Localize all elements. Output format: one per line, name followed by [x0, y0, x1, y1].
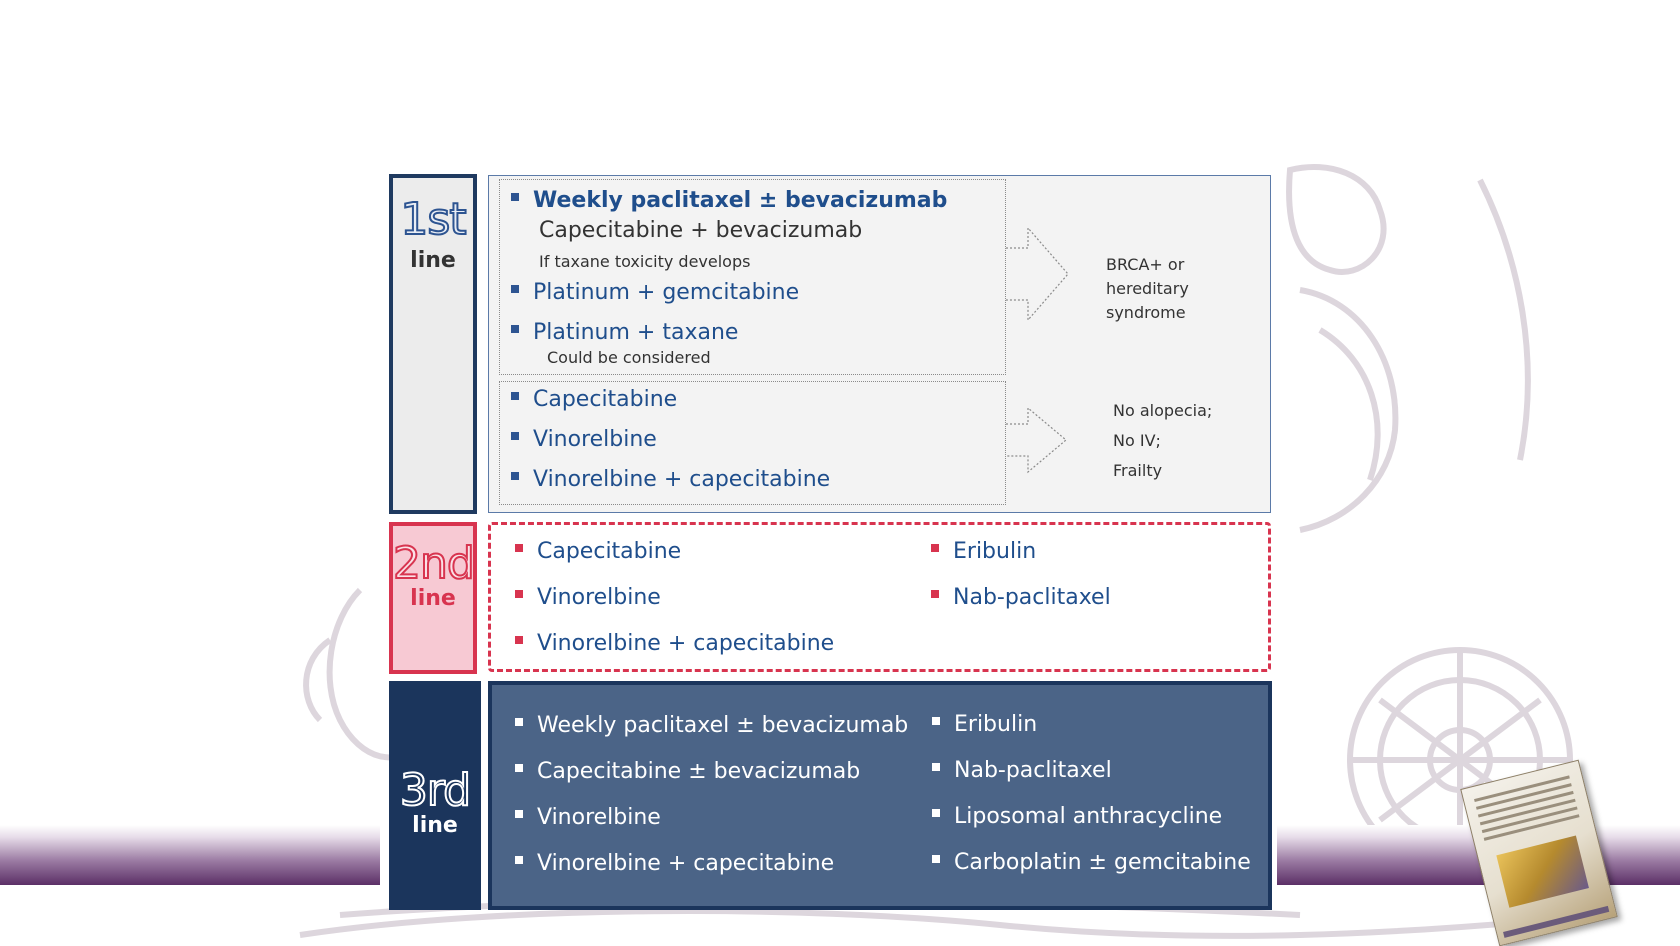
arrow-icon	[1006, 406, 1067, 474]
arrow-icon	[1006, 226, 1069, 322]
bullet-icon	[515, 764, 523, 772]
bullet-icon	[515, 718, 523, 726]
bullet-icon	[515, 544, 523, 552]
list-item: Vinorelbine	[515, 805, 661, 830]
list-item: Capecitabine	[511, 387, 677, 412]
third-line-word: line	[412, 813, 458, 838]
bullet-icon	[515, 810, 523, 818]
first-line-word: line	[410, 248, 456, 273]
bullet-icon	[932, 809, 940, 817]
bullet-icon	[511, 432, 519, 440]
bullet-icon	[511, 285, 519, 293]
second-line-panel: Capecitabine Vinorelbine Vinorelbine + c…	[488, 522, 1271, 672]
bullet-icon	[931, 590, 939, 598]
list-item: Nab-paclitaxel	[931, 585, 1111, 610]
list-item: Vinorelbine + capecitabine	[511, 467, 830, 492]
list-item-sub: Capecitabine + bevacizumab	[539, 218, 863, 243]
list-item: Platinum + gemcitabine	[511, 280, 799, 305]
list-item: Vinorelbine	[511, 427, 657, 452]
bullet-icon	[931, 544, 939, 552]
second-line-label: 2nd line	[389, 522, 477, 674]
list-item: Vinorelbine + capecitabine	[515, 851, 834, 876]
list-item: Vinorelbine + capecitabine	[515, 631, 834, 656]
bullet-icon	[511, 325, 519, 333]
list-item: Capecitabine	[515, 539, 681, 564]
first-line-panel: Weekly paclitaxel ± bevacizumab Capecita…	[488, 175, 1271, 513]
bullet-icon	[932, 717, 940, 725]
bullet-icon	[515, 636, 523, 644]
list-item: Platinum + taxane	[511, 320, 738, 345]
list-item: Weekly paclitaxel ± bevacizumab	[511, 188, 947, 213]
list-item: Vinorelbine	[515, 585, 661, 610]
list-item: Liposomal anthracycline	[932, 804, 1222, 829]
bullet-icon	[511, 472, 519, 480]
list-item: Carboplatin ± gemcitabine	[932, 850, 1251, 875]
second-line-number: 2nd	[392, 538, 476, 589]
condition-frailty: No alopecia; No IV; Frailty	[1113, 401, 1213, 480]
third-line-number: 3rd	[399, 765, 472, 816]
first-line-label: 1st line	[389, 174, 477, 514]
bullet-icon	[511, 392, 519, 400]
third-line-panel: Weekly paclitaxel ± bevacizumab Capecita…	[488, 681, 1272, 910]
list-item: Capecitabine ± bevacizumab	[515, 759, 860, 784]
first-line-group-a: Weekly paclitaxel ± bevacizumab Capecita…	[499, 179, 1006, 375]
bullet-icon	[515, 590, 523, 598]
bullet-icon	[932, 763, 940, 771]
first-line-group-b: Capecitabine Vinorelbine Vinorelbine + c…	[499, 381, 1006, 505]
list-item: Nab-paclitaxel	[932, 758, 1112, 783]
list-item: Eribulin	[931, 539, 1036, 564]
bullet-icon	[932, 855, 940, 863]
note-text: Could be considered	[547, 348, 711, 367]
second-line-word: line	[410, 586, 456, 611]
bullet-icon	[515, 856, 523, 864]
condition-brca: BRCA+ or hereditary syndrome	[1106, 255, 1189, 322]
purple-band-left	[0, 825, 380, 885]
list-item: Eribulin	[932, 712, 1037, 737]
first-line-number: 1st	[399, 194, 467, 245]
list-item: Weekly paclitaxel ± bevacizumab	[515, 713, 908, 738]
bullet-icon	[511, 193, 519, 201]
third-line-label: 3rd line	[389, 681, 481, 910]
note-text: If taxane toxicity develops	[539, 252, 751, 271]
